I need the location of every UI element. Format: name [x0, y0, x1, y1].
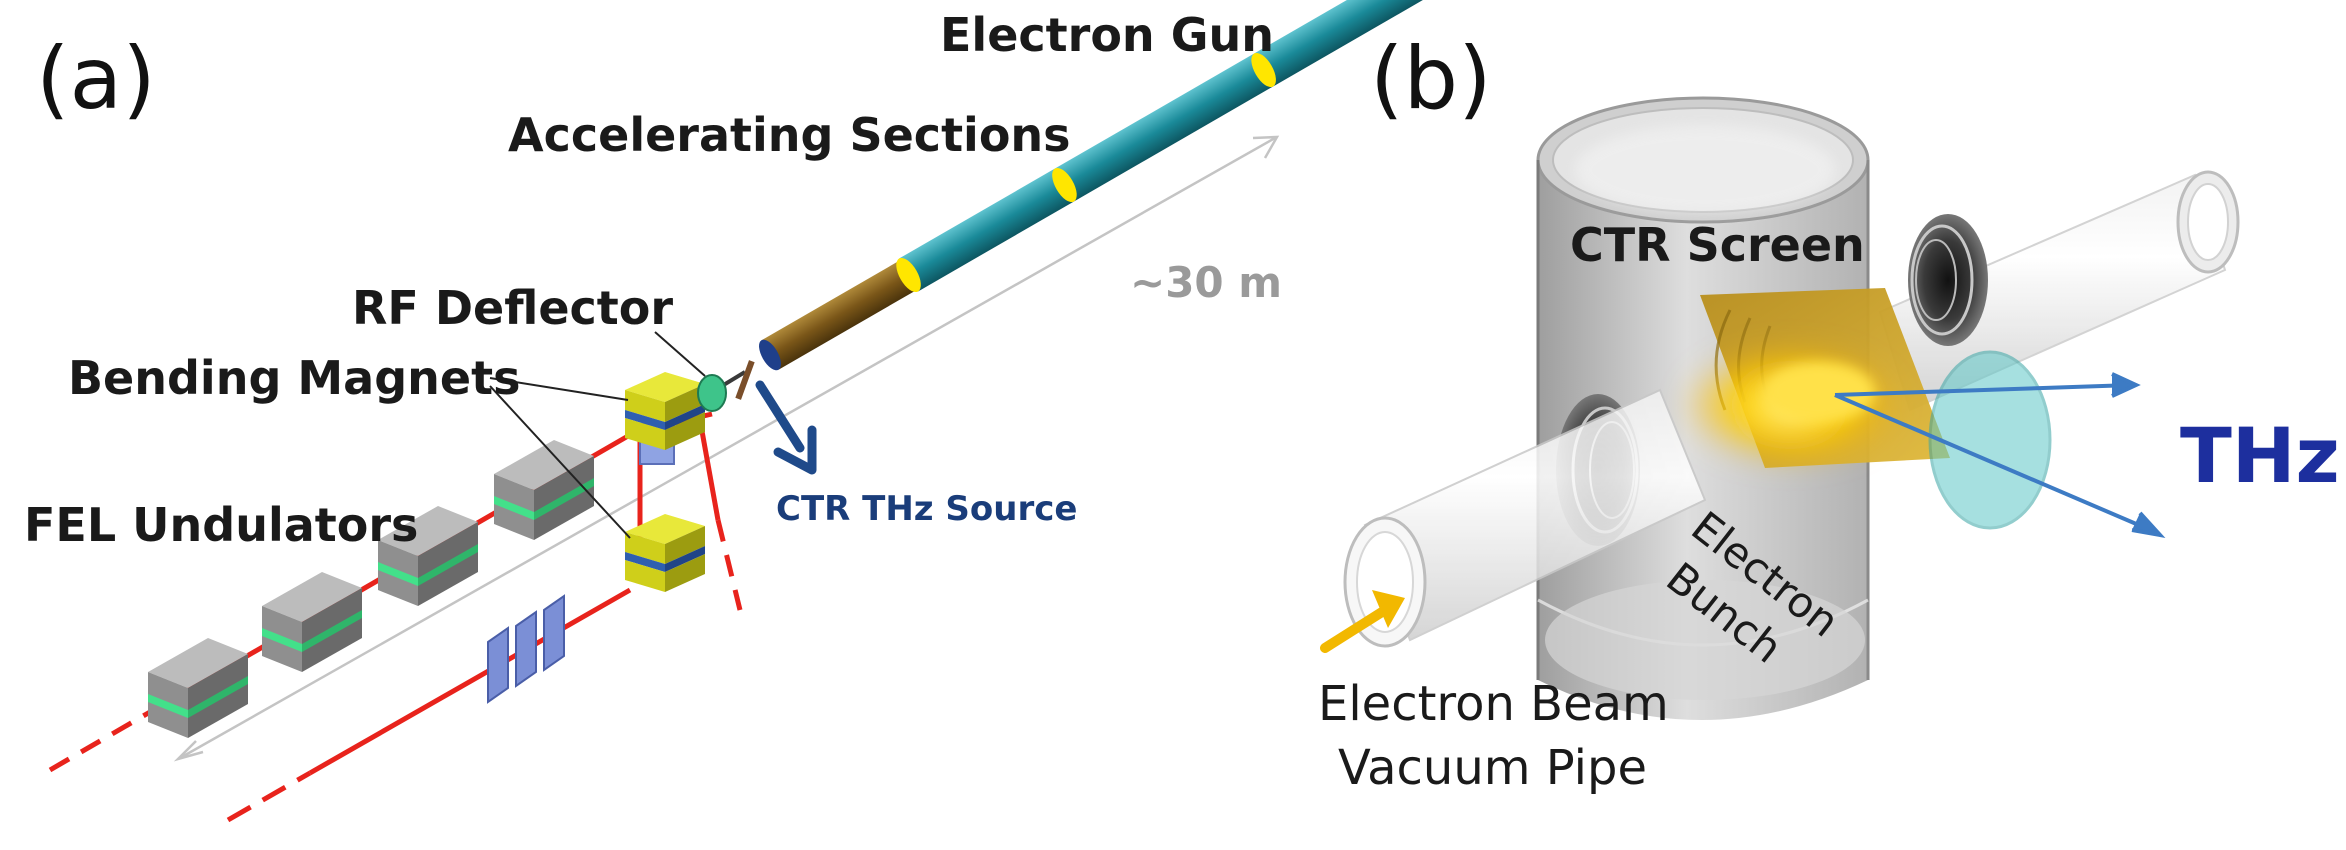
undulator-1 [148, 638, 248, 738]
distance-arrow [173, 135, 1280, 762]
undulator-3 [378, 506, 478, 606]
label-rf-deflector: RF Deflector [352, 281, 674, 335]
ctr-thz-arrow [755, 380, 817, 475]
label-vacuum-pipe-line1: Electron Beam [1318, 676, 1669, 732]
label-bending-magnets: Bending Magnets [68, 351, 521, 405]
panel-a-letter: (a) [36, 29, 156, 129]
label-distance: ~30 m [1130, 258, 1283, 307]
bending-magnet-lower [625, 514, 705, 592]
panel-b-letter: (b) [1370, 29, 1492, 129]
port-right [1908, 214, 1988, 346]
pipe-right [1878, 170, 2240, 412]
panel-a [48, 0, 1430, 823]
label-electron-gun: Electron Gun [940, 8, 1274, 62]
undulator-4 [494, 440, 594, 540]
accelerating-sections [759, 0, 1430, 371]
pipe-left [1343, 388, 1707, 648]
panel-b [1320, 96, 2240, 720]
label-ctr-screen: CTR Screen [1570, 218, 1865, 272]
electron-bunch [1680, 345, 1900, 465]
beam-arrow [1320, 590, 1405, 653]
label-vacuum-pipe-line2: Vacuum Pipe [1338, 740, 1647, 796]
bending-magnet-upper [625, 372, 705, 450]
leader-lines [489, 331, 706, 539]
label-accelerating-sections: Accelerating Sections [508, 108, 1071, 162]
undulator-2 [262, 572, 362, 672]
label-fel-undulators: FEL Undulators [24, 498, 419, 552]
beamline-chicane [226, 419, 743, 823]
rf-deflector [697, 360, 755, 412]
thz-arrows [1834, 372, 2166, 539]
thz-window [1928, 350, 2052, 530]
label-thz: THz [2180, 411, 2340, 500]
label-ctr-thz-source: CTR THz Source [776, 489, 1078, 529]
